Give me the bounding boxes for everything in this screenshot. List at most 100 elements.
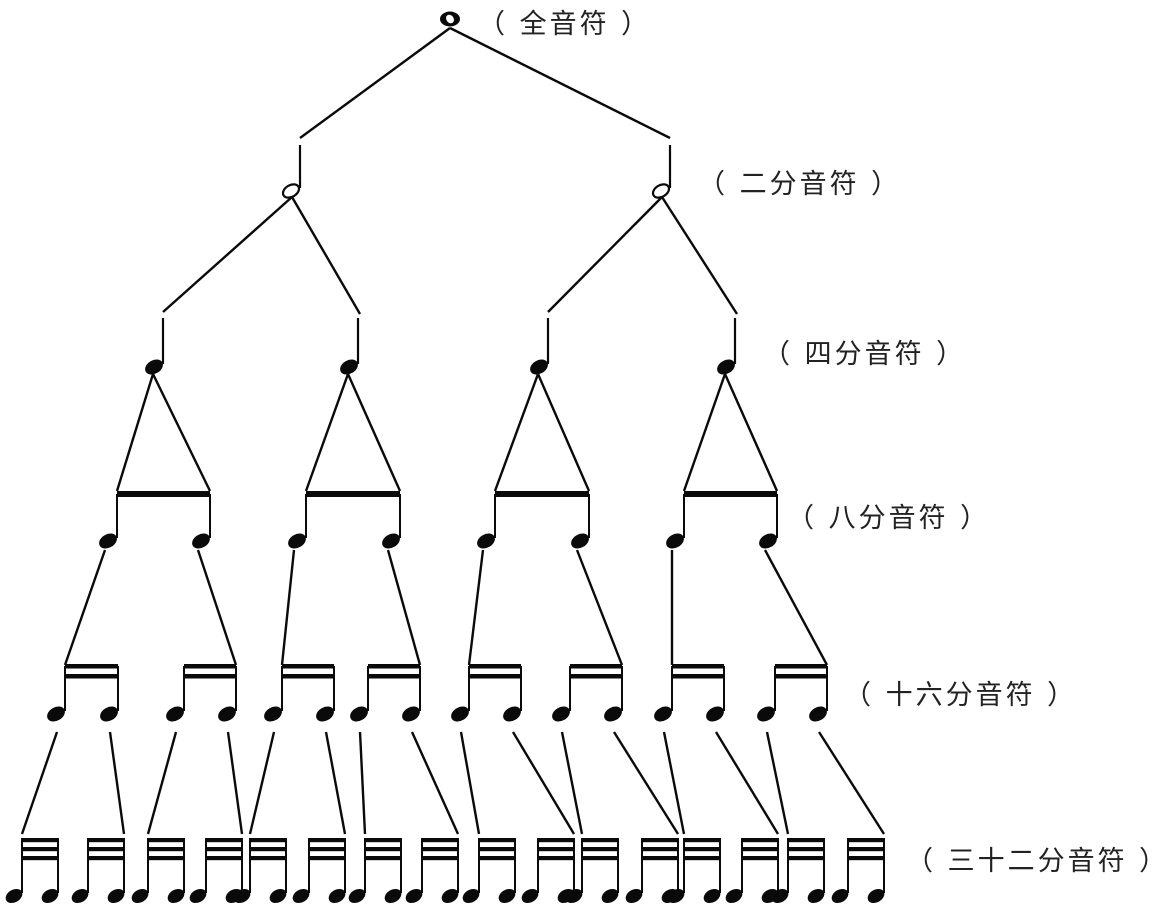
thirty-second-note-head: [807, 888, 825, 904]
thirty-second-note-head: [107, 888, 125, 904]
thirty-second-note-beam: [788, 838, 824, 843]
thirty-second-note-head: [441, 888, 459, 904]
connector-sixteenth-thirtysecond: [662, 731, 686, 835]
eighth-note-head: [288, 533, 306, 549]
thirty-second-note-beam: [479, 856, 515, 861]
connector-eighth-sixteenth: [575, 549, 624, 666]
thirty-second-note-beam: [848, 838, 884, 843]
thirty-second-note-beam: [88, 856, 124, 861]
thirty-second-note-beam: [788, 847, 824, 852]
thirty-second-note-beam: [479, 838, 515, 843]
connector-sixteenth-thirtysecond: [560, 731, 584, 835]
connector-sixteenth-thirtysecond: [511, 731, 576, 835]
thirty-second-note-beam: [148, 838, 184, 843]
whole-note-hole: [446, 14, 454, 24]
thirty-second-note-beam: [742, 856, 778, 861]
thirty-second-note-beam: [582, 847, 618, 852]
thirty-second-note-beam: [538, 838, 574, 843]
connector-quarter-eighth: [682, 373, 727, 492]
sixteenth-note-head: [47, 706, 65, 722]
thirty-second-note-head: [831, 888, 849, 904]
note-beams: [22, 491, 884, 861]
quarter-note-head: [530, 359, 548, 375]
sixteenth-note-beam: [282, 674, 334, 679]
eighth-note-head: [477, 533, 495, 549]
thirty-second-note-beam: [422, 838, 458, 843]
sixteenth-note-beam: [368, 674, 420, 679]
eighth-note-head: [382, 533, 400, 549]
connector-quarter-eighth: [151, 373, 212, 492]
connector-quarter-eighth: [723, 373, 779, 492]
thirty-second-note-head: [41, 888, 59, 904]
thirty-second-note-head: [348, 888, 366, 904]
sixteenth-note-head: [604, 706, 622, 722]
sixteenth-note-beam: [184, 674, 236, 679]
thirty-second-note-beam: [148, 856, 184, 861]
thirty-second-note-head: [771, 888, 789, 904]
thirty-second-note-beam: [22, 856, 58, 861]
sixteenth-note-head: [350, 706, 368, 722]
sixteenth-note-beam: [65, 674, 118, 679]
thirty-second-note-beam: [148, 847, 184, 852]
thirty-second-note-head: [498, 888, 516, 904]
thirty-second-note-beam: [422, 856, 458, 861]
sixteenth-note-head: [503, 706, 521, 722]
sixteenth-note-head: [451, 706, 469, 722]
thirty-second-note-head: [292, 888, 310, 904]
label-eighth-note: （ 八分音符 ）: [787, 503, 991, 534]
connector-eighth-sixteenth: [196, 549, 238, 666]
thirty-second-note-beam: [250, 856, 286, 861]
connector-sixteenth-thirtysecond: [20, 731, 59, 835]
thirty-second-note-beam: [88, 847, 124, 852]
thirty-second-note-beam: [365, 838, 401, 843]
thirty-second-note-beam: [206, 847, 242, 852]
thirty-second-note-head: [71, 888, 89, 904]
thirty-second-note-beam: [538, 856, 574, 861]
thirty-second-note-beam: [848, 847, 884, 852]
sixteenth-note-head: [166, 706, 184, 722]
connector-quarter-eighth: [536, 373, 591, 492]
sixteenth-note-head: [757, 706, 775, 722]
quarter-note-head: [145, 359, 163, 375]
thirty-second-note-beam: [309, 838, 345, 843]
sixteenth-note-beam: [65, 664, 118, 669]
thirty-second-note-head: [328, 888, 346, 904]
sixteenth-note-beam: [672, 674, 724, 679]
thirty-second-note-beam: [365, 856, 401, 861]
sixteenth-note-beam: [469, 664, 521, 669]
sixteenth-note-beam: [570, 664, 622, 669]
thirty-second-note-head: [565, 888, 583, 904]
connector-eighth-sixteenth: [280, 549, 296, 666]
thirty-second-note-beam: [642, 838, 678, 843]
thirty-second-note-beam: [642, 856, 678, 861]
eighth-note-beam: [684, 491, 777, 497]
thirty-second-note-head: [131, 888, 149, 904]
thirty-second-note-beam: [479, 847, 515, 852]
thirty-second-note-head: [601, 888, 619, 904]
eighth-note-head: [571, 533, 589, 549]
eighth-note-head: [99, 533, 117, 549]
connector-eighth-sixteenth: [63, 549, 107, 666]
thirty-second-note-beam: [250, 847, 286, 852]
sixteenth-note-head: [706, 706, 724, 722]
connector-sixteenth-thirtysecond: [226, 731, 244, 835]
thirty-second-note-head: [867, 888, 885, 904]
thirty-second-note-beam: [788, 856, 824, 861]
sixteenth-note-head: [552, 706, 570, 722]
connector-eighth-sixteenth: [386, 549, 422, 666]
eighth-note-head: [759, 533, 777, 549]
connector-eighth-sixteenth: [763, 549, 829, 666]
thirty-second-note-head: [167, 888, 185, 904]
thirty-second-note-head: [625, 888, 643, 904]
thirty-second-note-beam: [309, 856, 345, 861]
sixteenth-note-beam: [672, 664, 724, 669]
thirty-second-note-head: [384, 888, 402, 904]
thirty-second-note-beam: [206, 856, 242, 861]
quarter-note-head: [717, 359, 735, 375]
thirty-second-note-beam: [22, 838, 58, 843]
half-note-head: [281, 183, 301, 199]
connector-sixteenth-thirtysecond: [358, 731, 367, 835]
thirty-second-note-beam: [684, 847, 720, 852]
connector-quarter-eighth: [346, 373, 402, 492]
